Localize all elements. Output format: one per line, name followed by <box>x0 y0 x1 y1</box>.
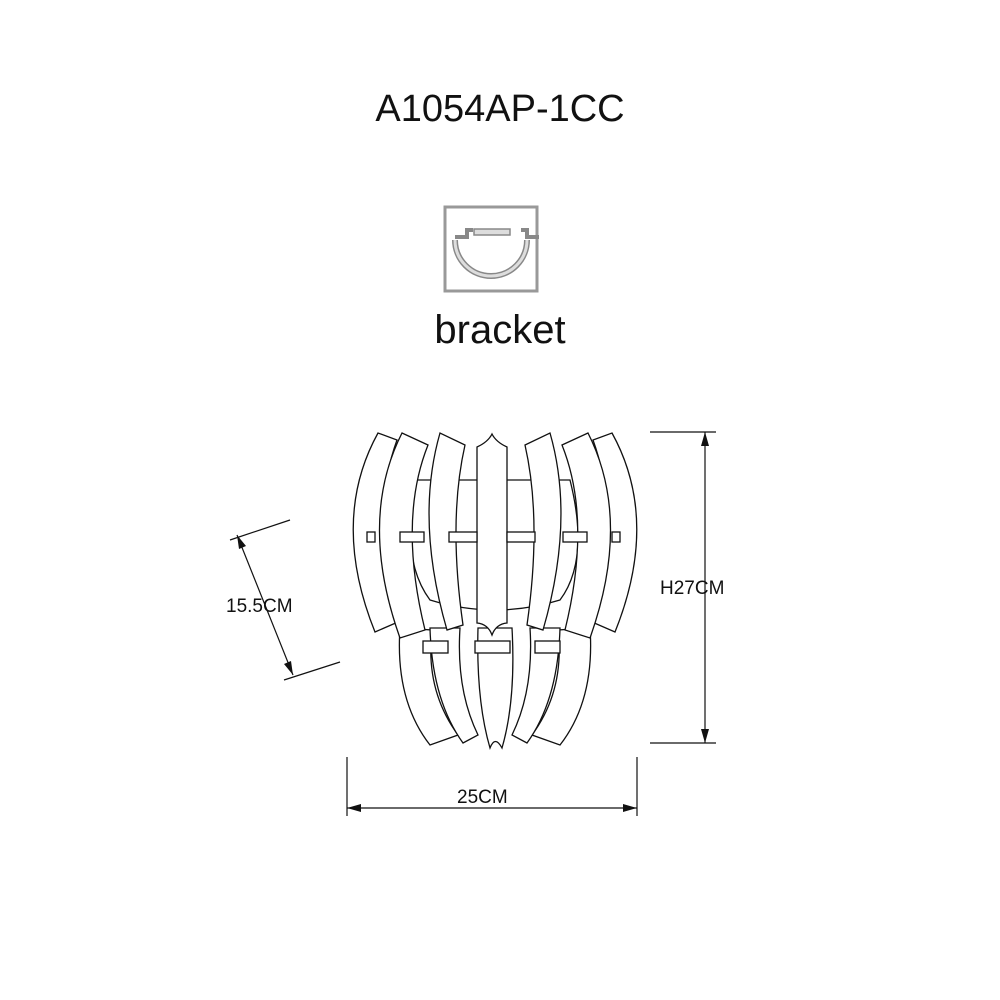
bracket-icon <box>443 205 539 293</box>
model-title: A1054AP-1CC <box>375 88 625 130</box>
upper-blade <box>524 432 562 631</box>
upper-blade <box>428 432 466 631</box>
height-dimension-label: H27CM <box>660 578 725 599</box>
lower-bars <box>422 640 561 654</box>
lamp-drawing <box>352 432 638 751</box>
lower-blade <box>398 627 460 746</box>
lower-blade <box>530 627 592 746</box>
center-blade <box>476 432 508 637</box>
width-dimension-label: 25CM <box>457 787 508 808</box>
lower-blade <box>429 627 479 744</box>
mount-type-label: bracket <box>434 308 566 352</box>
dimension-lines <box>229 431 716 816</box>
upper-bars <box>366 531 621 543</box>
lower-blade <box>477 627 514 751</box>
depth-dimension-label: 15.5CM <box>226 596 293 617</box>
lower-blade <box>511 627 561 744</box>
